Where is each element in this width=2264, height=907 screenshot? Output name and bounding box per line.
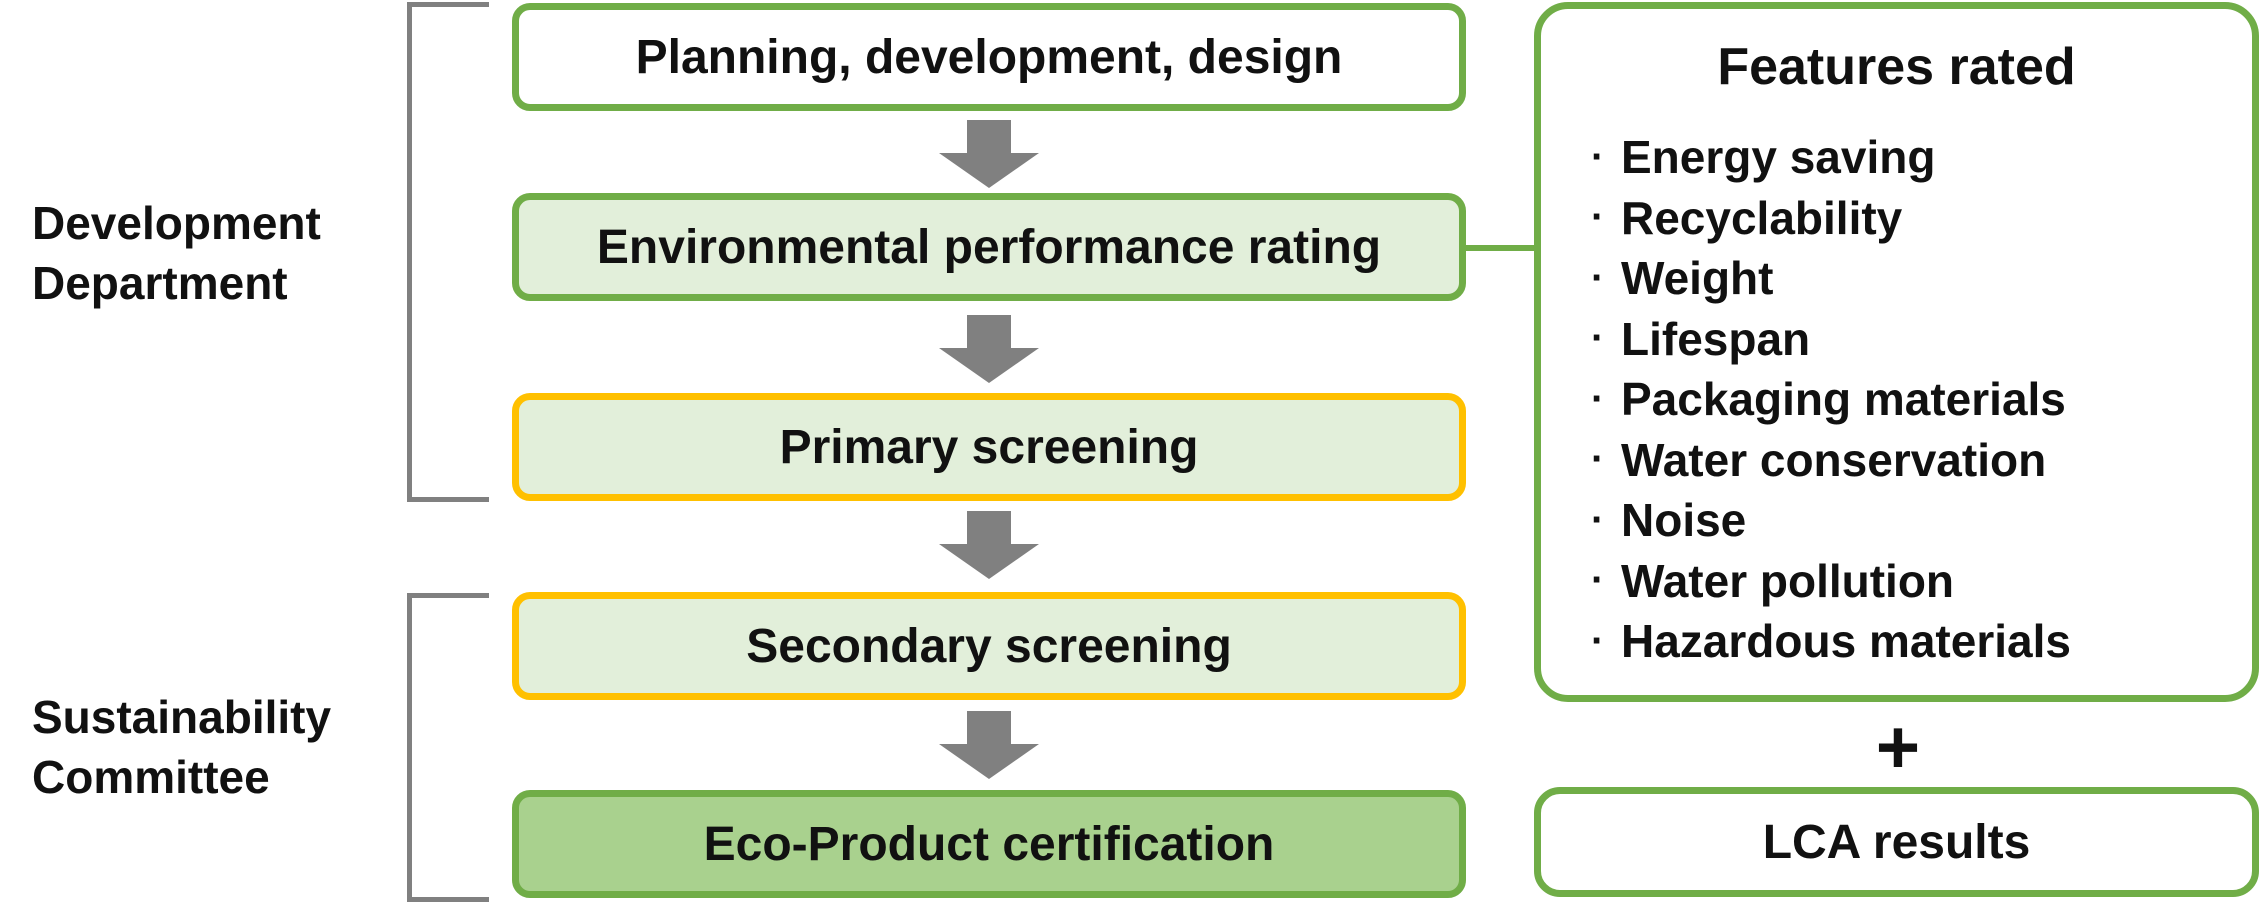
sustainability-committee-line-1: Sustainability [32,691,332,743]
flow-step-planning: Planning, development, design [512,3,1466,111]
flow-step-primary-screening: Primary screening [512,393,1466,501]
feature-item: · Lifespan [1591,309,2071,370]
plus-icon: + [1875,705,1921,790]
feature-label: Lifespan [1621,312,1811,365]
bullet-icon: · [1591,558,1605,603]
down-arrow-icon [939,120,1039,188]
bullet-icon: · [1591,316,1605,361]
development-bracket [407,2,489,502]
feature-item: · Recyclability [1591,188,2071,249]
feature-label: Water pollution [1621,554,1955,607]
bullet-icon: · [1591,376,1605,421]
development-department-line-1: Development [32,197,321,249]
bullet-icon: · [1591,437,1605,482]
feature-item: · Packaging materials [1591,369,2071,430]
bullet-icon: · [1591,618,1605,663]
feature-label: Noise [1621,494,1747,547]
development-department-label: Development Department [32,193,321,313]
feature-item: · Noise [1591,490,2071,551]
bullet-icon: · [1591,497,1605,542]
feature-label: Packaging materials [1621,373,2066,426]
features-list: · Energy saving · Recyclability · Weight · L… [1591,127,2071,672]
lca-results-box: LCA results [1534,787,2259,897]
flow-step-eco-product-certification: Eco-Product certification [512,790,1466,898]
rating-to-features-connector [1464,245,1538,251]
feature-item: · Energy saving [1591,127,2071,188]
features-rated-title: Features rated [1717,38,2076,96]
flow-step-secondary-screening: Secondary screening [512,592,1466,700]
feature-label: Energy saving [1621,131,1936,184]
features-rated-panel: Features rated · Energy saving · Recyclabi… [1534,2,2259,702]
feature-item: · Water conservation [1591,430,2071,491]
feature-item: · Water pollution [1591,551,2071,612]
sustainability-committee-line-2: Committee [32,751,270,803]
bullet-icon: · [1591,255,1605,300]
development-department-line-2: Department [32,257,288,309]
bullet-icon: · [1591,195,1605,240]
down-arrow-icon [939,511,1039,579]
feature-item: · Weight [1591,248,2071,309]
flow-step-environmental-rating: Environmental performance rating [512,193,1466,301]
sustainability-committee-label: Sustainability Committee [32,687,331,807]
feature-label: Weight [1621,252,1774,305]
down-arrow-icon [939,711,1039,779]
feature-label: Water conservation [1621,433,2047,486]
feature-item: · Hazardous materials [1591,611,2071,672]
sustainability-bracket [407,593,489,902]
feature-label: Hazardous materials [1621,615,2071,668]
bullet-icon: · [1591,134,1605,179]
feature-label: Recyclability [1621,191,1903,244]
down-arrow-icon [939,315,1039,383]
